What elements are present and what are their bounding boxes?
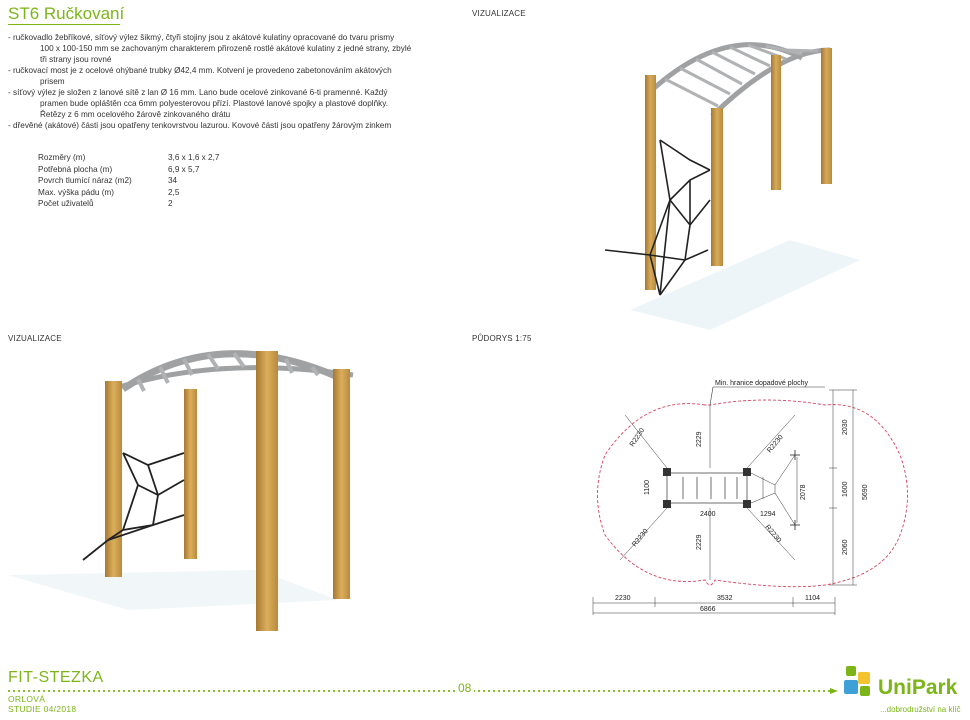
unipark-logo-text: UniPark bbox=[878, 676, 958, 699]
spec-value: 3,6 x 1,6 x 2,7 bbox=[168, 153, 220, 162]
description-line: - síťový výlez je složen z lanové sítě z… bbox=[8, 88, 388, 97]
dim-top-vertical: 2229 bbox=[696, 431, 703, 447]
dim-bottom-vertical: 2229 bbox=[696, 534, 703, 550]
spec-row: Povrch tlumící náraz (m2) 34 bbox=[38, 175, 219, 187]
footer-dotted-rule bbox=[8, 688, 838, 694]
spec-label: Povrch tlumící náraz (m2) bbox=[38, 176, 132, 185]
dim-1294: 1294 bbox=[760, 511, 776, 518]
title-underline bbox=[8, 24, 120, 25]
description-line: tři strany jsou rovné bbox=[40, 55, 112, 64]
radius-label-bottom-left: R2230 bbox=[631, 528, 650, 548]
product-description: - ručkovadlo žebříkové, síťový výlez šik… bbox=[8, 32, 470, 131]
section-label-visualization-top: VIZUALIZACE bbox=[472, 9, 526, 18]
climbing-net bbox=[604, 139, 711, 296]
brand-slogan: ...dobrodružství na klíč bbox=[880, 705, 961, 714]
description-line: Řetězy z 6 mm ocelového žárově zinkované… bbox=[40, 110, 231, 119]
spec-label: Potřebná plocha (m) bbox=[38, 164, 113, 174]
bottom-dimension-lines bbox=[592, 597, 836, 615]
dim-bottom-2230: 2230 bbox=[615, 595, 631, 602]
post-front-left bbox=[711, 108, 723, 266]
spec-row: Počet uživatelů 2 bbox=[38, 198, 219, 210]
radius-label-bottom-right: R2230 bbox=[763, 524, 782, 544]
description-line: pramen bude opláštěn cca 6mm polyesterov… bbox=[40, 99, 389, 108]
ground-shadow bbox=[630, 240, 860, 330]
arch-rungs bbox=[136, 351, 320, 392]
spec-value: 6,9 x 5,7 bbox=[168, 164, 200, 174]
ladder-rungs bbox=[682, 477, 738, 499]
visualization-top-render bbox=[604, 42, 860, 330]
post-middle bbox=[184, 389, 197, 559]
radius-lines bbox=[619, 405, 796, 580]
description-line: - ručkovací most je z ocelové ohýbané tr… bbox=[8, 66, 392, 75]
spec-row: Rozměry (m) 3,6 x 1,6 x 2,7 bbox=[38, 152, 219, 164]
dim-bottom-1104: 1104 bbox=[805, 595, 820, 602]
spec-row: Max. výška pádu (m) 2,5 bbox=[38, 187, 219, 199]
footer-location: ORLOVÁ bbox=[8, 694, 46, 704]
footer-title: FIT-STEZKA bbox=[8, 669, 104, 686]
dim-bottom-3532: 3532 bbox=[717, 595, 733, 602]
footer-study-date: STUDIE 04/2018 bbox=[8, 704, 77, 714]
impact-zone-label: Min. hranice dopadové plochy bbox=[715, 380, 809, 387]
unipark-logo-icon bbox=[844, 666, 870, 696]
post-front-right bbox=[821, 48, 832, 184]
dim-right-2060: 2060 bbox=[842, 539, 849, 555]
post-right bbox=[333, 369, 350, 599]
anchor-markers bbox=[790, 450, 800, 530]
visualization-bottom-render bbox=[8, 350, 354, 631]
dim-bottom-6866: 6866 bbox=[700, 606, 716, 613]
description-line: prisem bbox=[40, 77, 65, 86]
post-front bbox=[256, 351, 278, 631]
right-dimension-lines bbox=[829, 389, 857, 586]
spec-value: 34 bbox=[168, 176, 178, 185]
page-number: 08 bbox=[455, 681, 475, 695]
dim-right-2030: 2030 bbox=[842, 419, 849, 435]
post-left bbox=[105, 381, 122, 577]
ground-shadow bbox=[8, 570, 338, 610]
floor-plan-drawing: Min. hranice dopadové plochy R2230 R2230… bbox=[592, 380, 908, 615]
page-title: ST6 Ručkovaní bbox=[8, 4, 125, 23]
dim-right-1600: 1600 bbox=[842, 481, 849, 497]
dim-1100: 1100 bbox=[644, 480, 651, 495]
leader-line bbox=[709, 386, 714, 406]
arch-rail-back bbox=[121, 350, 340, 392]
section-label-visualization-bottom: VIZUALIZACE bbox=[8, 334, 62, 343]
spec-label: Max. výška pádu (m) bbox=[38, 187, 114, 197]
spec-label: Rozměry (m) bbox=[38, 153, 86, 162]
post-back-right bbox=[771, 55, 781, 190]
dim-right-5690: 5690 bbox=[862, 484, 869, 500]
post-back-left bbox=[645, 75, 656, 290]
arch-rungs bbox=[664, 43, 819, 108]
dim-2400: 2400 bbox=[700, 511, 716, 518]
dim-2078: 2078 bbox=[800, 484, 807, 500]
footer-subtitle: ORLOVÁ STUDIE 04/2018 bbox=[8, 694, 76, 714]
spec-value: 2 bbox=[168, 199, 173, 208]
radius-label-top-left: R2230 bbox=[629, 427, 646, 448]
spec-value: 2,5 bbox=[168, 187, 180, 197]
spec-row: Potřebná plocha (m) 6,9 x 5,7 bbox=[38, 164, 219, 176]
climbing-net bbox=[82, 452, 185, 561]
spec-label: Počet uživatelů bbox=[38, 199, 94, 208]
description-line: - dřevěné (akátové) části jsou opatřeny … bbox=[8, 121, 392, 130]
post-markers bbox=[663, 468, 751, 508]
ladder-outline bbox=[666, 472, 748, 504]
impact-zone-outline bbox=[597, 399, 908, 588]
description-line: 100 x 100-150 mm se zachovaným charakter… bbox=[40, 44, 412, 53]
description-line: - ručkovadlo žebříkové, síťový výlez šik… bbox=[8, 33, 395, 42]
section-label-floor-plan: PŮDORYS 1:75 bbox=[472, 334, 532, 343]
net-plan bbox=[750, 454, 796, 526]
